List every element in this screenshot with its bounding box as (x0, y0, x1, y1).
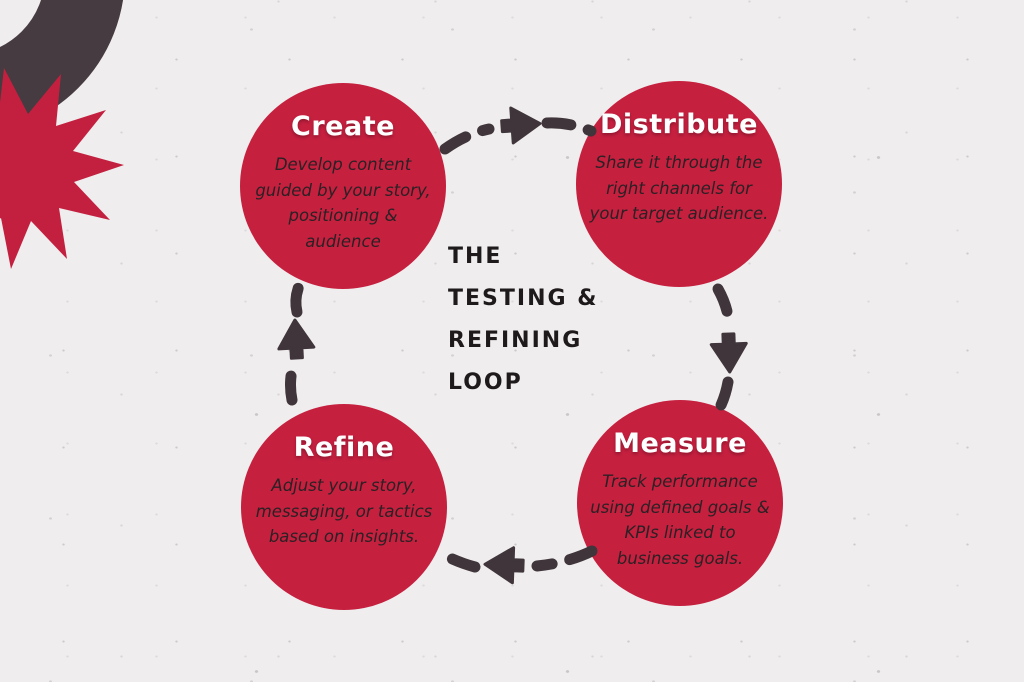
step-title-distribute: Distribute (600, 109, 758, 140)
step-circle-refine: Refine Adjust your story, messaging, or … (241, 404, 447, 610)
starburst-icon (0, 68, 124, 269)
diagram-title: THE TESTING & REFINING LOOP (448, 236, 598, 404)
arrow-distribute-to-measure-icon (709, 283, 749, 419)
step-title-refine: Refine (293, 432, 395, 463)
diagram-title-line-4: LOOP (448, 370, 523, 395)
step-title-measure: Measure (613, 428, 747, 459)
step-title-create: Create (291, 111, 395, 142)
corner-arc-decoration (0, 0, 124, 131)
arrow-create-to-distribute-icon (439, 104, 597, 155)
diagram-title-line-2: TESTING & (448, 286, 599, 311)
arrow-measure-to-refine-icon (440, 545, 598, 585)
arrow-refine-to-create-icon (275, 280, 316, 406)
step-description-distribute: Share it through the right channels for … (589, 153, 769, 224)
step-circle-measure: Measure Track performance using defined … (577, 400, 783, 606)
step-description-refine: Adjust your story, messaging, or tactics… (255, 476, 433, 547)
step-description-create: Develop content guided by your story, po… (255, 155, 431, 251)
step-description-measure: Track performance using defined goals & … (590, 472, 770, 568)
step-circle-distribute: Distribute Share it through the right ch… (576, 81, 782, 287)
diagram-title-line-1: THE (448, 244, 503, 269)
step-circle-create: Create Develop content guided by your st… (240, 83, 446, 289)
diagram-title-line-3: REFINING (448, 328, 583, 353)
